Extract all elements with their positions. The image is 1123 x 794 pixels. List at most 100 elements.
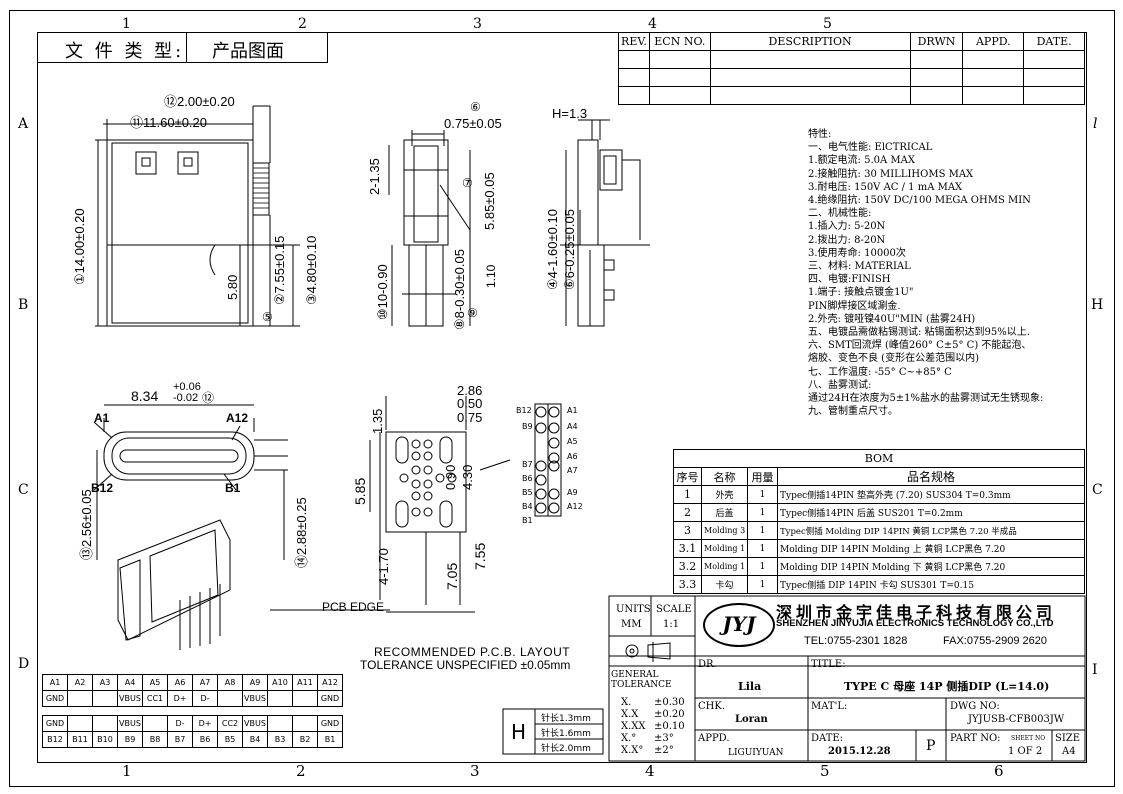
- pcb-layout: [369, 396, 511, 613]
- dim-label: 2-1.35: [367, 158, 382, 195]
- dim-label: ⑥6-0.25±0.05: [562, 209, 577, 290]
- spec-line: 通过24H在浓度为5±1%盐水的盐雾测试无生锈现象:: [808, 393, 1044, 405]
- tol-key: X.X°: [621, 745, 644, 756]
- dim-label: ⑥: [470, 100, 481, 114]
- bom-header: 名称: [701, 467, 748, 486]
- dim-label: ⑭2.88±0.25: [294, 497, 309, 568]
- dim-label: ③4.80±0.10: [304, 235, 319, 305]
- size-value: A4: [1062, 746, 1076, 757]
- general-tolerance-label: GENERAL TOLERANCE: [611, 670, 672, 690]
- dwg-number: JYJUSB-CFB003JW: [968, 714, 1065, 725]
- tol-value: ±0.20: [654, 709, 685, 720]
- spec-line: 五、电镀品需做粘锡测试: 粘锡面积达到95%以上.: [808, 327, 1030, 339]
- bom-header: 品名规格: [777, 467, 1085, 486]
- dim-label: ⑬2.56±0.05: [79, 489, 94, 560]
- col-label: 2: [298, 16, 307, 32]
- spec-line: 熔胶、变色不良 (变形在公差范围以内): [808, 353, 979, 365]
- spec-line: 四、电镀:FINISH: [808, 274, 891, 286]
- drawing-frame: [9, 10, 1115, 787]
- pin-label: A12: [567, 502, 583, 511]
- spec-line: 八、盐雾测试:: [808, 379, 872, 391]
- spec-line: 1.额定电流: 5.0A MAX: [808, 155, 915, 167]
- row-label: C: [18, 482, 29, 498]
- dim-label: ④4-1.60±0.10: [545, 209, 560, 290]
- dim-label: 4.30: [460, 464, 475, 490]
- col-label: 5: [823, 16, 832, 32]
- spec-line: 2.接触阻抗: 30 MILLIHOMS MAX: [808, 168, 974, 180]
- dim-label: 5.80: [225, 274, 240, 300]
- pin-label: B1: [225, 481, 241, 495]
- col-label: 4: [645, 762, 655, 780]
- dim-label: 7.55: [472, 542, 488, 570]
- spec-line: 3.使用寿命: 10000次: [808, 247, 906, 259]
- tol-key: X.X: [621, 709, 639, 720]
- pcb-edge-label: PCB EDGE: [322, 600, 385, 614]
- size-label: SIZE: [1055, 733, 1081, 744]
- pin-label: B12: [516, 406, 532, 415]
- col-label: 3: [470, 762, 480, 780]
- dim-label: ②7.55±0.15: [272, 235, 287, 305]
- dim-label: ⑧8-0.30±0.05: [452, 249, 467, 330]
- pin-map: [534, 403, 562, 517]
- inner-frame: [37, 32, 1087, 763]
- row-label: C: [1092, 482, 1103, 498]
- spec-line: 九、管制重点尺寸。: [808, 406, 898, 418]
- units-label: UNITS: [616, 604, 651, 615]
- dim-label: ⑩10-0.90: [375, 264, 390, 320]
- pin-label: A1: [567, 406, 578, 415]
- pin-label: B7: [522, 460, 533, 469]
- company-logo: JYJ: [703, 603, 775, 647]
- tol-value: ±3°: [654, 733, 674, 744]
- row-label: I: [1092, 662, 1098, 678]
- material-label: MAT'L:: [811, 701, 848, 712]
- pin-label: A4: [567, 422, 578, 431]
- revision-letter: P: [926, 738, 936, 754]
- spec-line: PIN脚焊接区域涮金.: [808, 300, 901, 312]
- row-label: H: [1091, 297, 1104, 313]
- title-label: TITLE:: [811, 659, 846, 670]
- date-label: DATE:: [811, 733, 844, 744]
- specifications: 特性: 一、电气性能: ElCTRICAL 1.额定电流: 5.0A MAX 2…: [808, 128, 1083, 418]
- tol-value: ±0.30: [654, 697, 685, 708]
- col-label: 1: [122, 16, 131, 32]
- spec-line: 特性:: [808, 129, 832, 140]
- col-label: 2: [296, 762, 306, 780]
- dim-label: ⑦: [462, 176, 473, 190]
- sheet-value: 1 OF 2: [1008, 746, 1043, 757]
- dim-label: ⑫: [202, 391, 215, 405]
- side-view-right: [560, 119, 650, 327]
- spec-line: 七、工作温度: -55° C~+85° C: [808, 366, 952, 378]
- bom-title: BOM: [673, 449, 1085, 468]
- tol-key: X.XX: [621, 721, 646, 732]
- dim-label: 8.34: [131, 388, 159, 404]
- row-label: l: [1093, 116, 1098, 132]
- dim-label: 0.50: [457, 396, 483, 411]
- doc-type-box: [37, 32, 328, 63]
- pin-label: A7: [567, 466, 578, 475]
- company-fax: FAX:0755-2909 2620: [943, 635, 1047, 647]
- dim-label: 2.86: [457, 383, 483, 398]
- layout-tolerance: TOLERANCE UNSPECIFIED ±0.05mm: [360, 658, 571, 672]
- layout-title: RECOMMENDED P.C.B. LAYOUT: [374, 645, 571, 659]
- col-label: 6: [994, 762, 1004, 780]
- sheet-label: SHEET NO: [1011, 735, 1046, 742]
- dim-label: 4-1.70: [376, 548, 391, 585]
- dim-label: 5.85±0.05: [482, 172, 497, 230]
- dwg-label: DWG NO:: [950, 701, 1000, 712]
- bom-header: 用量: [747, 467, 778, 486]
- dim-label: ①14.00±0.20: [72, 208, 87, 285]
- scale-value: 1:1: [663, 619, 680, 630]
- tol-value: ±2°: [654, 745, 674, 756]
